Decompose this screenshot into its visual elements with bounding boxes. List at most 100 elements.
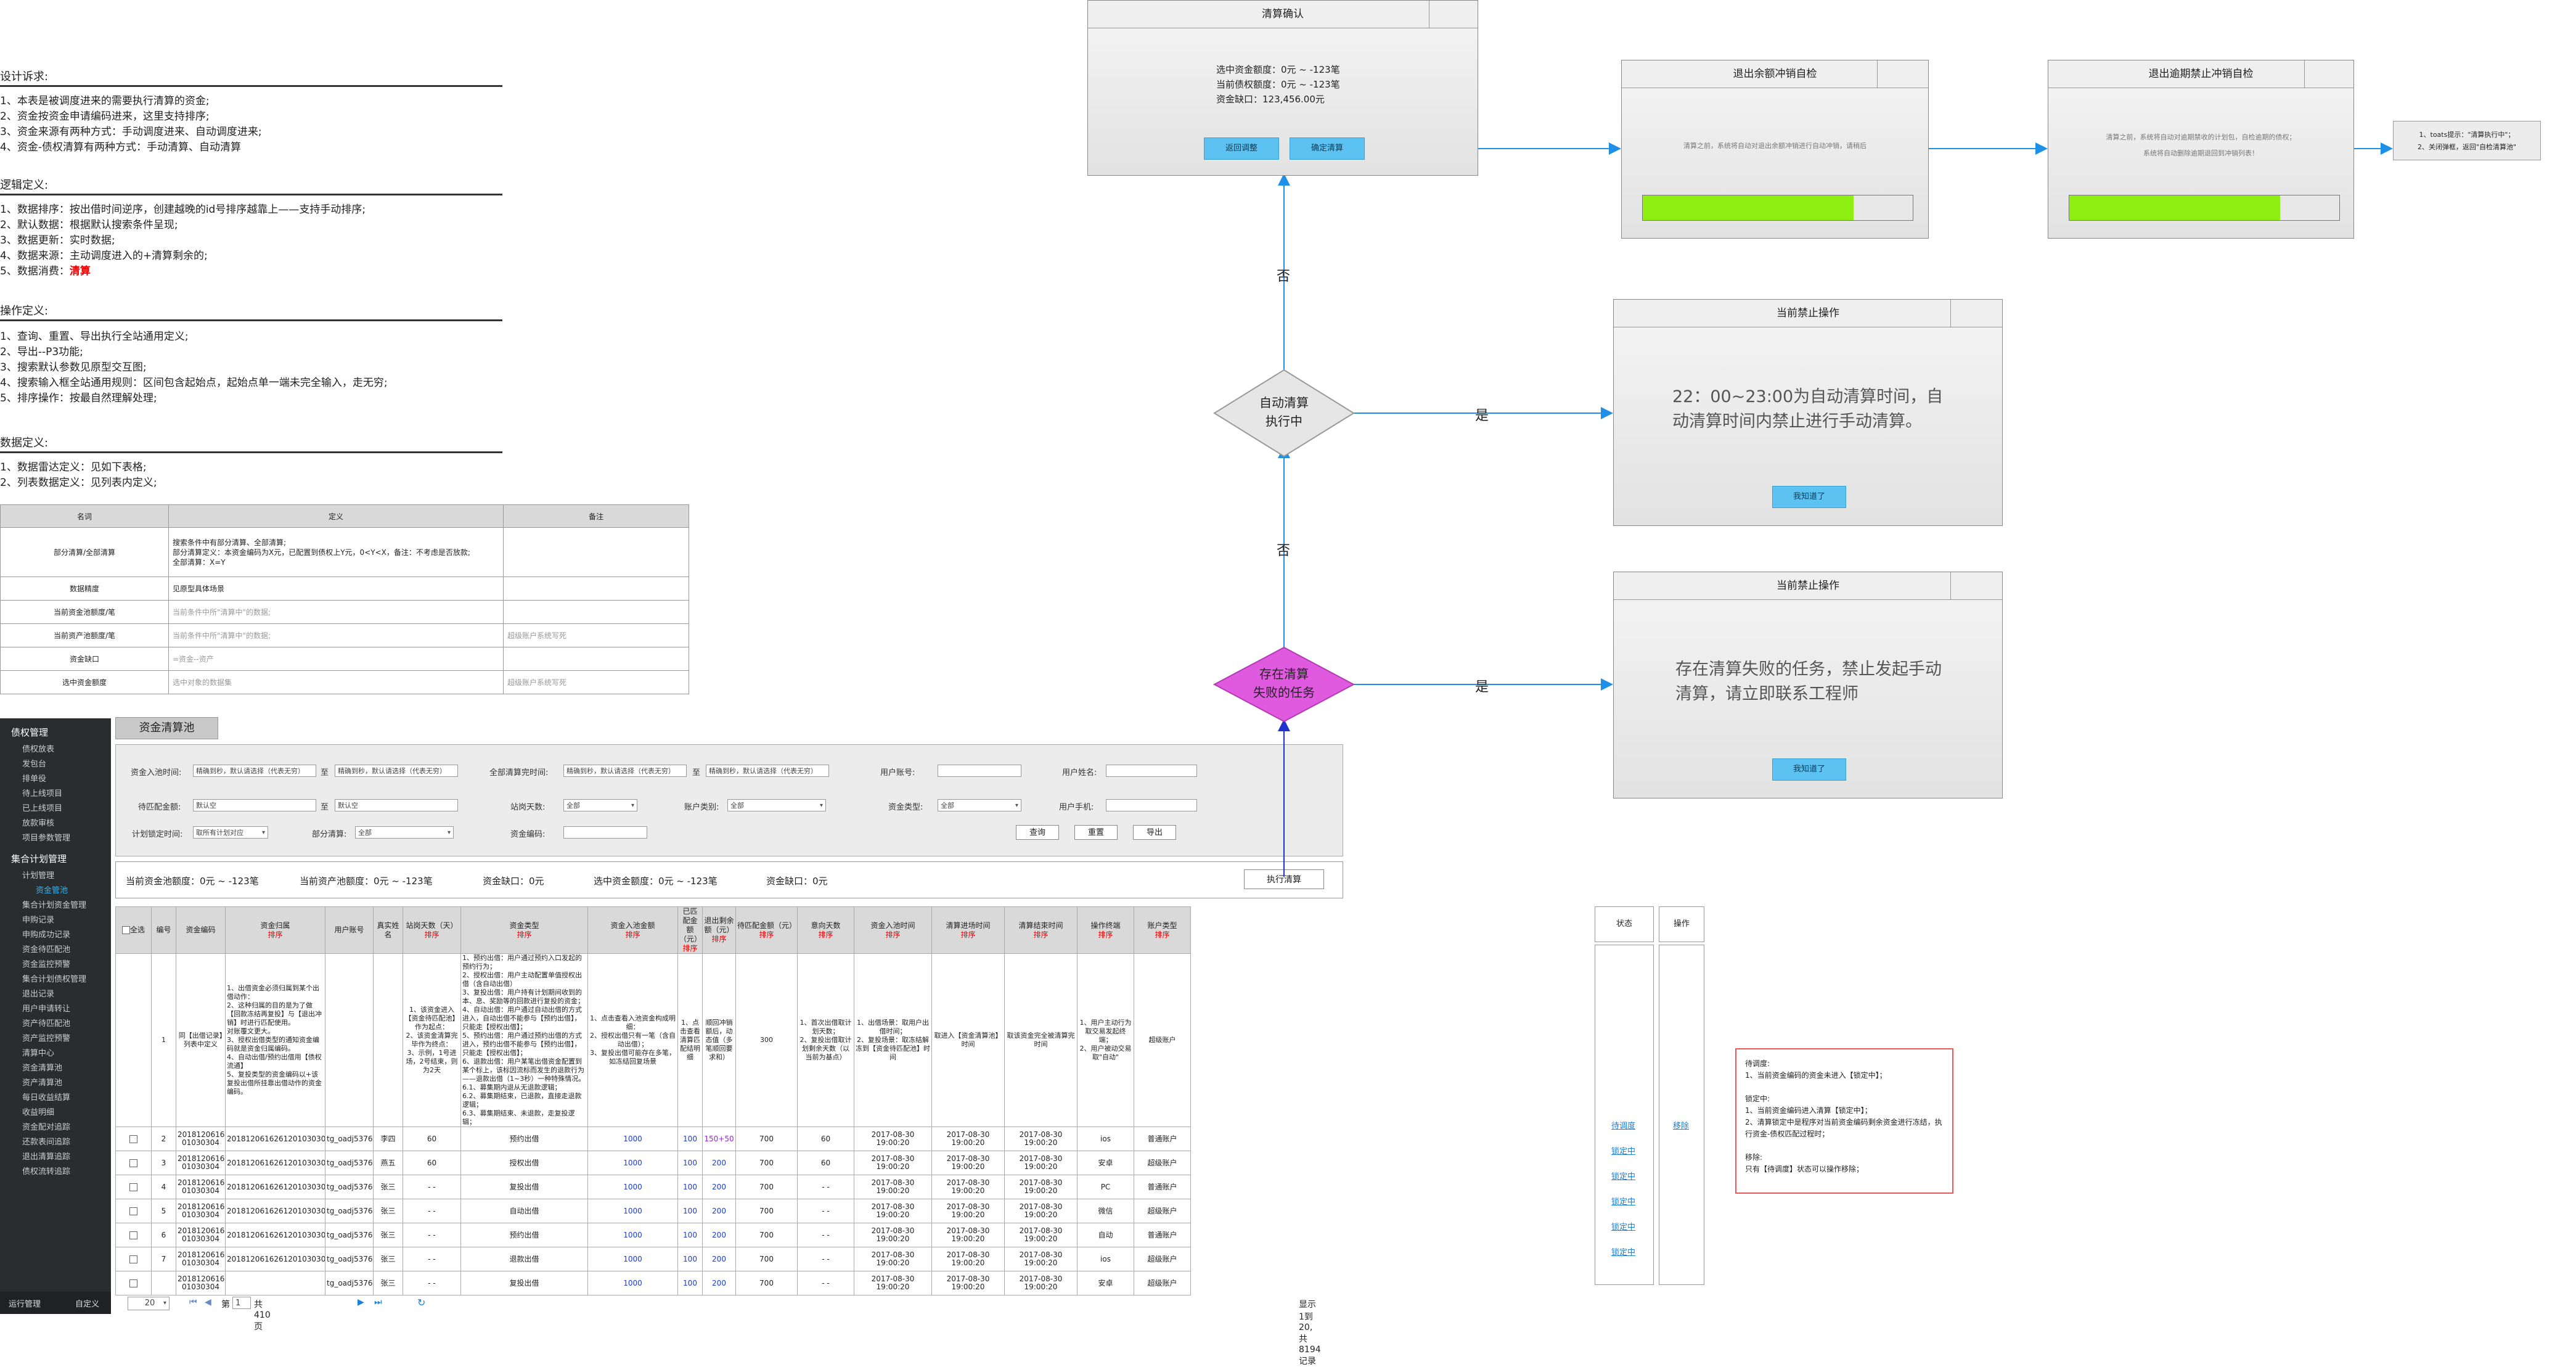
matched-amount[interactable]: 100	[683, 1158, 697, 1167]
exit-remain[interactable]: 200	[712, 1206, 726, 1215]
sidebar-item[interactable]: 债权放表	[22, 745, 55, 754]
matched-amount[interactable]: 100	[683, 1182, 697, 1191]
sidebar-item[interactable]: 每日收益结算	[22, 1093, 71, 1102]
sidebar-item[interactable]: 退出清算追踪	[22, 1152, 71, 1162]
dialog-close-button[interactable]	[2304, 60, 2353, 88]
row-checkbox[interactable]	[129, 1279, 137, 1287]
entry-amount[interactable]: 1000	[623, 1254, 642, 1263]
status-link[interactable]: 锁定中	[1611, 1248, 1636, 1257]
row-checkbox[interactable]	[129, 1231, 137, 1239]
partial-settle-select[interactable]: 全部	[355, 826, 454, 839]
exit-remain[interactable]: 200	[712, 1158, 726, 1167]
col-header[interactable]: 全选	[115, 906, 152, 954]
page-tab[interactable]: 资金清算池	[115, 717, 218, 739]
sidebar-item[interactable]: 资金配对追踪	[22, 1123, 71, 1132]
sort-toggle[interactable]: 排序	[885, 930, 901, 939]
sidebar-item[interactable]: 集合计划资金管理	[22, 901, 87, 910]
select-all-checkbox[interactable]	[121, 926, 130, 934]
sidebar-item[interactable]: 已上线项目	[22, 804, 63, 813]
full-settle-end-input[interactable]: 精确到秒，默认请选择（代表无穷）	[706, 765, 829, 777]
status-link[interactable]: 锁定中	[1611, 1172, 1636, 1181]
fund-entry-end-input[interactable]: 精确到秒，默认请选择（代表无穷）	[335, 765, 458, 777]
table-row[interactable]: 520181206162612 010303042018120616261201…	[115, 1199, 1191, 1223]
reset-button[interactable]: 重置	[1074, 825, 1118, 840]
back-adjust-button[interactable]: 返回调整	[1204, 138, 1279, 160]
sidebar-footer-left[interactable]: 运行管理	[9, 1300, 41, 1309]
sidebar-item[interactable]: 清算中心	[22, 1049, 55, 1058]
entry-amount[interactable]: 1000	[623, 1278, 642, 1287]
full-settle-start-input[interactable]: 精确到秒，默认请选择（代表无穷）	[563, 765, 687, 777]
entry-amount[interactable]: 1000	[623, 1134, 642, 1143]
sidebar-item[interactable]: 还款表间追踪	[22, 1138, 71, 1147]
dialog-close-button[interactable]	[1877, 60, 1928, 88]
sidebar-item[interactable]: 集合计划债权管理	[22, 975, 87, 984]
sort-toggle[interactable]: 排序	[268, 930, 283, 939]
exit-remain[interactable]: 200	[712, 1278, 726, 1287]
user-phone-input[interactable]	[1106, 799, 1197, 811]
sidebar-item[interactable]: 退出记录	[22, 990, 55, 999]
next-page-icon[interactable]: ▶	[358, 1297, 364, 1307]
sidebar-item[interactable]: 用户申请转让	[22, 1004, 71, 1014]
sidebar-section-2[interactable]: 集合计划管理	[11, 853, 67, 864]
got-it-button[interactable]: 我知道了	[1772, 486, 1846, 508]
sidebar-item[interactable]: 项目参数管理	[22, 834, 71, 843]
sidebar-item[interactable]: 资产清算池	[22, 1078, 63, 1088]
sort-toggle[interactable]: 排序	[960, 930, 976, 939]
sort-toggle[interactable]: 排序	[625, 930, 640, 939]
entry-amount[interactable]: 1000	[623, 1158, 642, 1167]
sidebar-footer-right[interactable]: 自定义	[75, 1300, 100, 1309]
matched-amount[interactable]: 100	[683, 1254, 697, 1263]
account-type-select[interactable]: 全部	[727, 799, 826, 811]
sort-toggle[interactable]: 排序	[1098, 930, 1113, 939]
sidebar-item[interactable]: 资金待匹配池	[22, 945, 71, 954]
sidebar-section-1[interactable]: 债权管理	[11, 727, 49, 738]
sort-toggle[interactable]: 排序	[424, 930, 440, 939]
row-checkbox[interactable]	[129, 1255, 137, 1263]
confirm-settle-button[interactable]: 确定清算	[1290, 138, 1365, 160]
sidebar-item[interactable]: 资金监控预警	[22, 960, 71, 969]
remove-link[interactable]: 移除	[1673, 1122, 1690, 1131]
sidebar-item[interactable]: 排单役	[22, 774, 47, 784]
sort-toggle[interactable]: 排序	[711, 935, 727, 943]
sidebar-item[interactable]: 资金清算池	[22, 1064, 63, 1073]
stay-days-select[interactable]: 全部	[563, 799, 637, 811]
sidebar-item[interactable]: 收益明细	[22, 1108, 55, 1117]
sidebar-item[interactable]: 发包台	[22, 760, 47, 769]
pending-amount-max-input[interactable]: 默认空	[335, 799, 458, 811]
last-page-icon[interactable]: ⏭	[374, 1297, 382, 1307]
matched-amount[interactable]: 100	[683, 1134, 697, 1143]
status-link[interactable]: 待调度	[1611, 1122, 1636, 1131]
first-page-icon[interactable]: ⏮	[189, 1297, 197, 1307]
sidebar-item[interactable]: 申购记录	[22, 916, 55, 925]
row-checkbox[interactable]	[129, 1207, 137, 1215]
table-row[interactable]: 720181206162612 010303042018120616261201…	[115, 1247, 1191, 1271]
matched-amount[interactable]: 100	[683, 1230, 697, 1239]
pending-amount-min-input[interactable]: 默认空	[193, 799, 316, 811]
row-checkbox[interactable]	[129, 1183, 137, 1191]
page-input[interactable]: 1	[232, 1297, 251, 1309]
sort-toggle[interactable]: 排序	[517, 930, 532, 939]
dialog-close-button[interactable]	[1950, 300, 2002, 327]
fund-code-input[interactable]	[563, 826, 647, 839]
sort-toggle[interactable]: 排序	[682, 944, 698, 953]
status-link[interactable]: 锁定中	[1611, 1197, 1636, 1207]
export-button[interactable]: 导出	[1133, 825, 1176, 840]
entry-amount[interactable]: 1000	[623, 1230, 642, 1239]
page-size-select[interactable]: 20	[128, 1297, 170, 1310]
row-checkbox[interactable]	[129, 1135, 137, 1143]
matched-amount[interactable]: 100	[683, 1206, 697, 1215]
sort-toggle[interactable]: 排序	[1033, 930, 1049, 939]
dialog-close-button[interactable]	[1950, 572, 2002, 599]
plan-lock-select[interactable]: 取所有计划对应	[193, 826, 268, 839]
sidebar-item[interactable]: 资金管池	[36, 886, 68, 895]
dialog-close-button[interactable]	[1429, 1, 1478, 28]
exit-remain[interactable]: 200	[712, 1254, 726, 1263]
sort-toggle[interactable]: 排序	[1155, 930, 1170, 939]
fund-entry-start-input[interactable]: 精确到秒，默认请选择（代表无穷）	[193, 765, 316, 777]
prev-page-icon[interactable]: ◀	[205, 1297, 211, 1307]
sidebar-item[interactable]: 申购成功记录	[22, 930, 71, 940]
sort-toggle[interactable]: 排序	[759, 930, 774, 939]
exit-remain[interactable]: 150+50	[704, 1134, 734, 1143]
